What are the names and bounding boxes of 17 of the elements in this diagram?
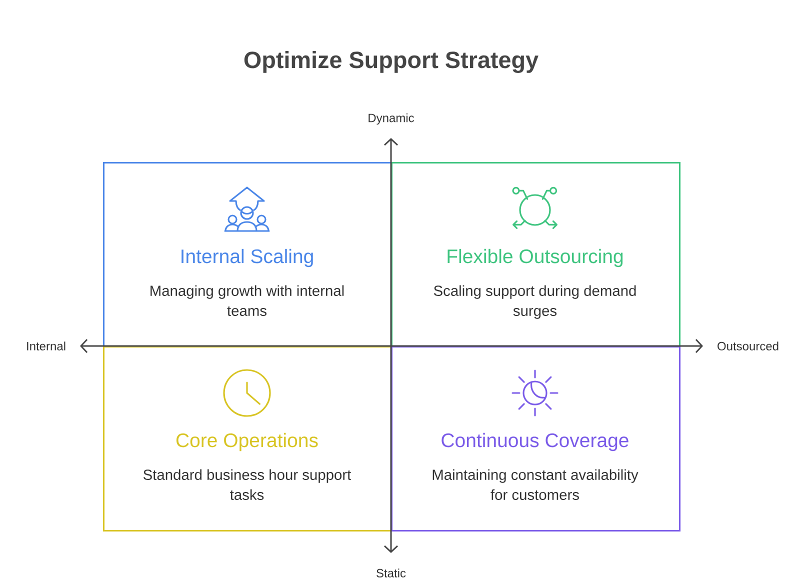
axis-label: Outsourced: [718, 342, 778, 350]
heading: Internal Scaling: [182, 248, 313, 268]
heading: Continuous Coverage: [442, 432, 628, 452]
description: Maintaining constant availability for customers: [432, 469, 638, 500]
heading: Core Operations: [176, 432, 318, 452]
description: Scaling support during demand surges: [434, 285, 636, 319]
quadrant-box: [391, 162, 680, 348]
quadrant-box: [103, 346, 392, 532]
quadrant-box: [391, 346, 680, 532]
description: Managing growth with internal teams: [150, 285, 344, 316]
heading: Flexible Outsourcing: [448, 248, 623, 268]
description: Standard business hour support tasks: [143, 469, 352, 500]
axis-label: Dynamic: [368, 113, 414, 125]
quadrant-box: [103, 162, 392, 348]
axis-label: Static: [376, 568, 406, 578]
title: Optimize Support Strategy: [244, 51, 538, 73]
axis-label: Internal: [27, 342, 66, 350]
